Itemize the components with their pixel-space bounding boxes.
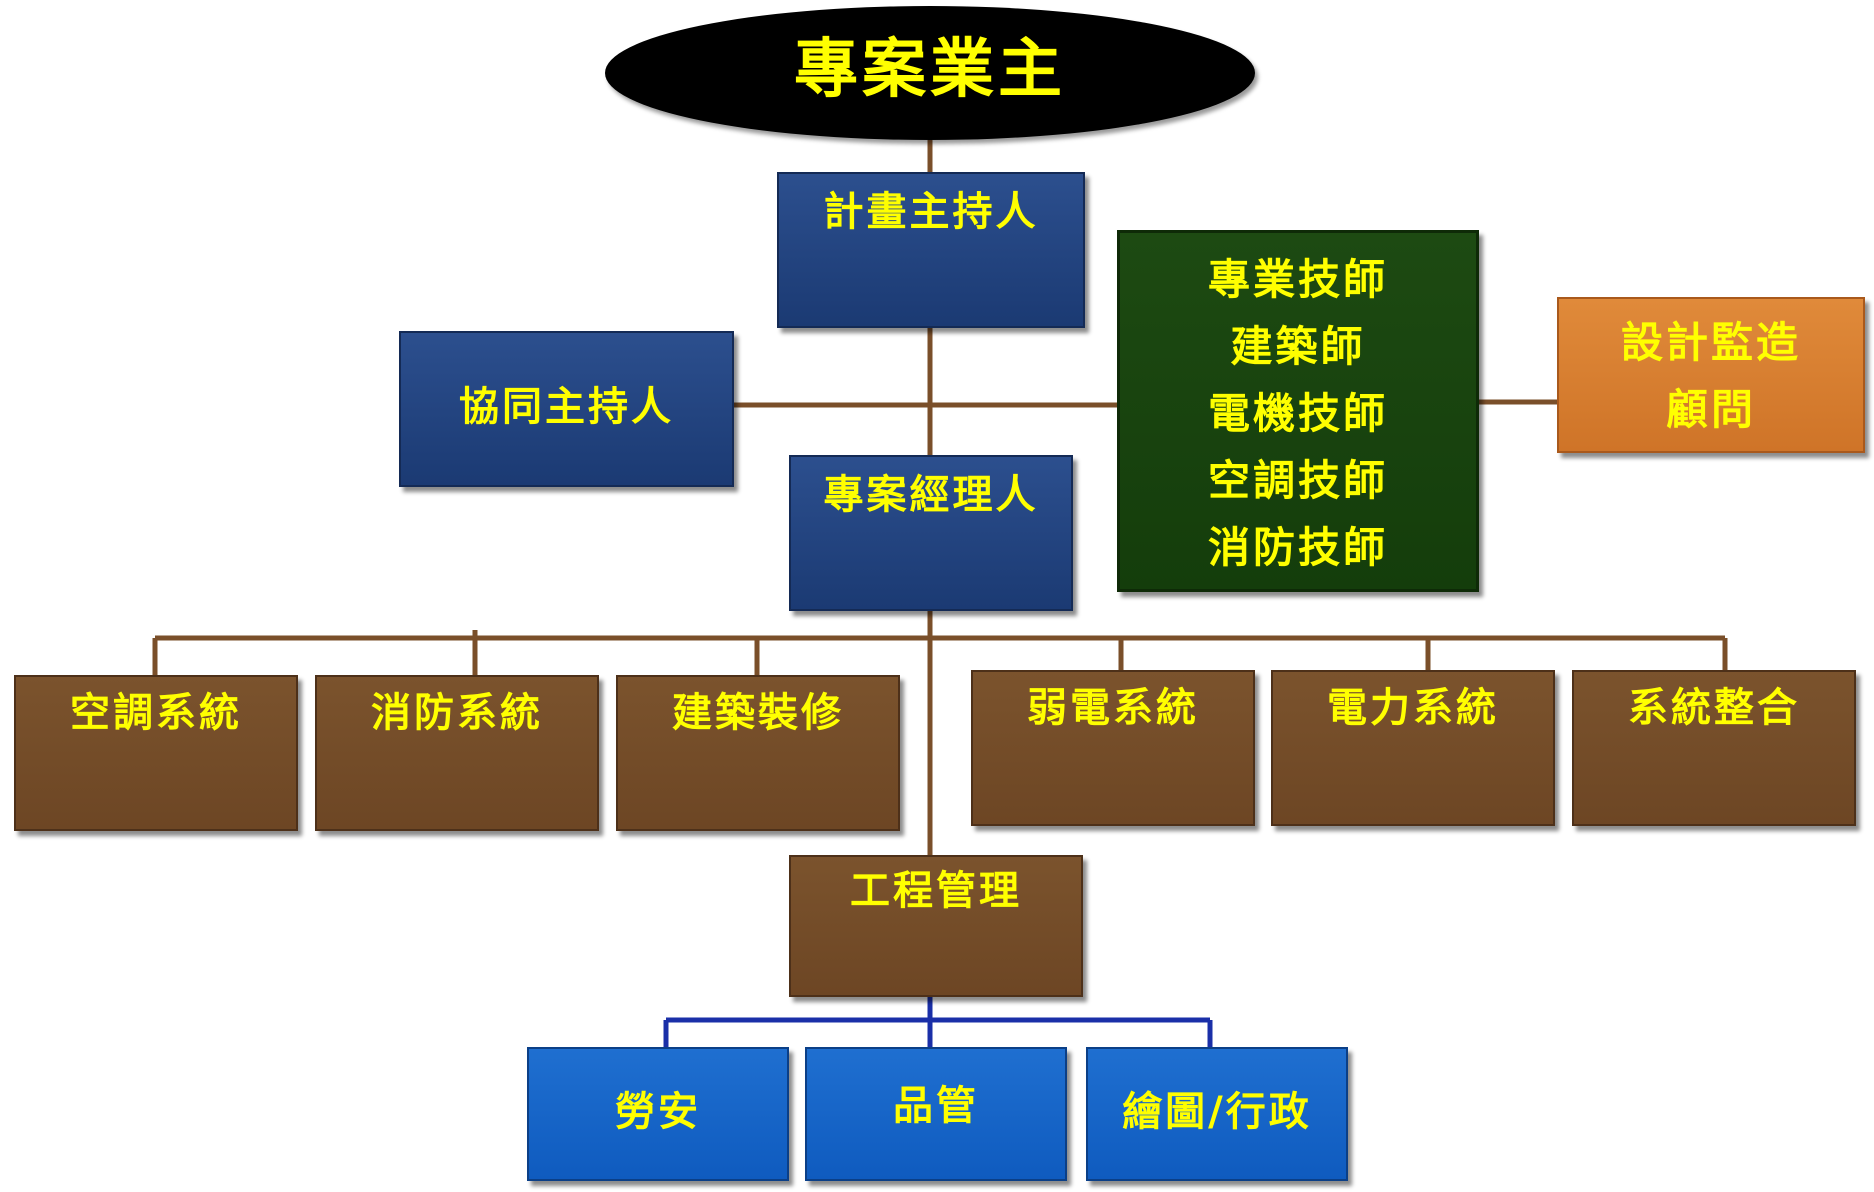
co-host-label: 協同主持人 [459,384,674,430]
engineering-label: 工程管理 [850,868,1022,914]
consultant-line: 顧問 [1665,385,1756,434]
system-label: 系統整合 [1628,685,1800,731]
engineer-item: 空調技師 [1207,456,1388,505]
system-node: 建築裝修 [616,675,900,831]
support-node: 品管 [805,1047,1067,1181]
system-node: 弱電系統 [971,670,1255,826]
consultant-node: 設計監造 顧問 [1557,297,1865,453]
pm-label: 專案經理人 [823,472,1039,518]
pm-node: 專案經理人 [789,455,1073,611]
support-label: 品管 [893,1083,979,1129]
support-node: 繪圖/行政 [1086,1047,1348,1181]
engineers-node: 專業技師 建築師 電機技師 空調技師 消防技師 [1117,230,1479,592]
host-node: 計畫主持人 [777,172,1085,328]
system-node: 空調系統 [14,675,298,831]
co-host-node: 協同主持人 [399,331,734,487]
engineering-node: 工程管理 [789,855,1083,997]
system-label: 消防系統 [371,690,543,736]
support-label: 繪圖/行政 [1122,1089,1312,1135]
system-node: 系統整合 [1572,670,1856,826]
engineer-item: 專業技師 [1207,255,1388,304]
owner-label: 專案業主 [794,33,1066,107]
system-label: 電力系統 [1327,685,1499,731]
owner-node: 專案業主 [605,6,1255,140]
consultant-line: 設計監造 [1620,318,1801,367]
engineer-item: 電機技師 [1207,389,1388,438]
support-label: 勞安 [615,1089,701,1135]
system-node: 消防系統 [315,675,599,831]
system-node: 電力系統 [1271,670,1555,826]
engineer-item: 消防技師 [1207,523,1388,572]
system-label: 空調系統 [70,690,242,736]
host-label: 計畫主持人 [823,189,1039,235]
engineer-item: 建築師 [1230,322,1366,371]
support-node: 勞安 [527,1047,789,1181]
system-label: 建築裝修 [672,690,844,736]
system-label: 弱電系統 [1027,685,1199,731]
